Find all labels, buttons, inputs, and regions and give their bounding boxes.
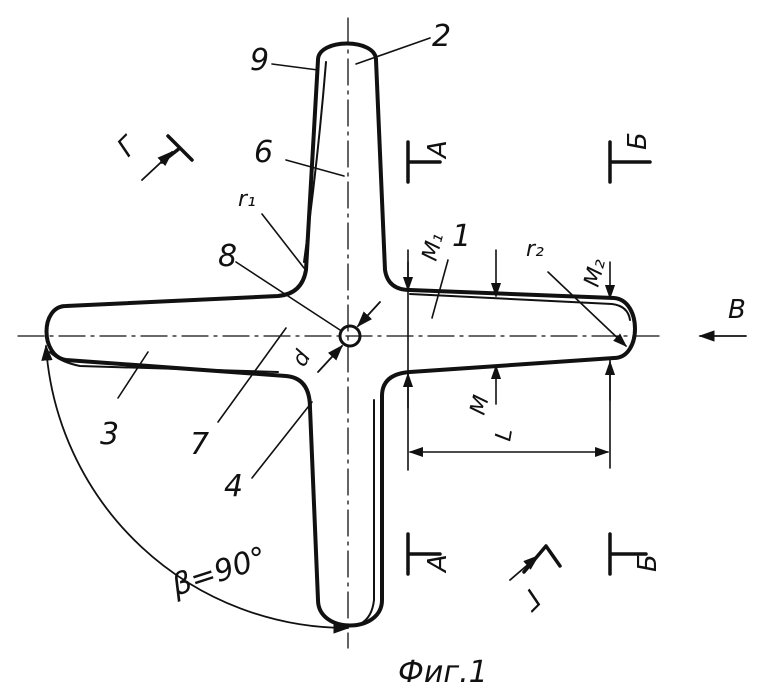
hole-diameter-arrows	[317, 301, 381, 373]
section-letters: А Б А Б В Г Г	[112, 130, 746, 617]
cutting-edges	[49, 61, 631, 625]
figure-caption: Фиг.1	[398, 655, 488, 690]
angle-beta-label: β=90°	[167, 540, 271, 604]
label-m1: M₁	[418, 230, 449, 263]
label-d: d	[288, 346, 317, 371]
label-4: 4	[224, 469, 243, 504]
label-1: 1	[452, 219, 471, 254]
section-v: В	[728, 295, 746, 325]
section-g-bottom: Г	[513, 583, 546, 616]
label-7: 7	[190, 427, 209, 462]
label-r1: r₁	[238, 187, 256, 212]
section-a-top: А	[423, 140, 453, 160]
knife-outline	[44, 41, 637, 628]
section-a-bottom: А	[423, 554, 453, 574]
part-numbers: 1 2 3 4 6 7 8 9	[100, 19, 471, 504]
section-g-top: Г	[112, 130, 145, 163]
label-9: 9	[250, 43, 269, 78]
label-6: 6	[254, 135, 273, 170]
center-hole	[338, 324, 362, 348]
dimension-lines	[402, 249, 616, 471]
label-l: L	[491, 427, 518, 443]
label-3: 3	[100, 417, 119, 452]
section-b-bottom: Б	[633, 554, 663, 572]
label-8: 8	[218, 239, 237, 274]
label-r2: r₂	[526, 237, 544, 262]
label-m2: M₂	[580, 256, 611, 289]
leader-lines	[117, 37, 628, 479]
label-m: M	[466, 393, 495, 418]
label-2: 2	[432, 19, 451, 54]
section-b-top: Б	[623, 132, 653, 150]
section-markers	[141, 134, 747, 581]
angle-arc	[41, 344, 350, 634]
